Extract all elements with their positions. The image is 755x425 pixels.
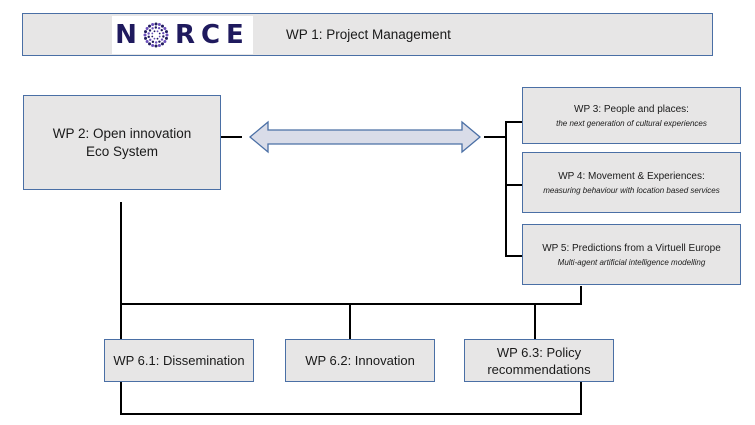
logo-dot	[157, 26, 161, 30]
logo-dot	[160, 28, 163, 32]
norce-logo-letter-n: N	[115, 20, 143, 50]
logo-dot	[164, 30, 168, 34]
logo-dot	[163, 39, 167, 43]
bidirectional-arrow	[248, 120, 482, 154]
logo-dot	[160, 24, 164, 28]
logo-dot	[164, 36, 168, 40]
logo-dot	[153, 30, 156, 33]
logo-dot	[154, 22, 158, 26]
wp3-title: WP 3: People and places:	[574, 103, 689, 115]
wp63-label-line2: recommendations	[487, 361, 591, 377]
norce-logo: N RCE	[112, 16, 253, 54]
logo-dot	[153, 37, 156, 40]
logo-dot	[145, 39, 149, 43]
logo-dot	[148, 29, 152, 32]
logo-dot	[154, 41, 158, 44]
wp2-title-line1: WP 2: Open innovation	[52, 125, 192, 141]
logo-dot	[147, 32, 150, 35]
logo-dot	[158, 32, 161, 35]
logo-dot	[147, 42, 151, 46]
logo-dot	[163, 27, 167, 31]
logo-dot	[162, 31, 165, 35]
wp4-title: WP 4: Movement & Experiences:	[558, 170, 705, 182]
wp5-subtitle: Multi-agent artificial intelligence mode…	[557, 257, 706, 267]
wp63-box: WP 6.3: Policy recommendations	[464, 339, 614, 382]
logo-dot	[145, 27, 149, 31]
logo-dot	[143, 30, 147, 34]
wp61-box: WP 6.1: Dissemination	[104, 339, 254, 382]
wp1-title: WP 1: Project Management	[286, 27, 451, 42]
logo-dot	[158, 40, 161, 43]
wp61-label: WP 6.1: Dissemination	[113, 353, 245, 368]
wp62-box: WP 6.2: Innovation	[285, 339, 435, 382]
logo-dot	[160, 42, 164, 46]
wp2-title-line2: Eco System	[85, 143, 159, 159]
logo-dot	[151, 23, 155, 27]
logo-dot	[147, 35, 150, 39]
wp5-title: WP 5: Predictions from a Virtuell Europe	[542, 242, 721, 254]
wp63-label-line1: WP 6.3: Policy	[496, 344, 582, 360]
logo-dot	[143, 36, 147, 40]
logo-dot	[154, 26, 157, 29]
logo-dot	[151, 40, 155, 44]
logo-dot	[147, 24, 151, 28]
wp4-box: WP 4: Movement & Experiences: measuring …	[522, 152, 741, 213]
logo-dot	[162, 35, 165, 38]
wp2-box: WP 2: Open innovation Eco System	[23, 95, 221, 190]
logo-dot	[154, 44, 158, 48]
logo-dot	[151, 35, 154, 38]
wp3-subtitle: the next generation of cultural experien…	[556, 118, 707, 128]
logo-dot	[156, 37, 159, 40]
logo-dot	[156, 30, 159, 33]
norce-logo-dotted-o-icon	[143, 22, 169, 48]
logo-dot	[165, 33, 169, 37]
logo-dot	[148, 38, 152, 42]
logo-dot	[151, 43, 155, 47]
logo-dot	[160, 38, 164, 41]
logo-dot	[143, 33, 147, 37]
wp4-subtitle: measuring behaviour with location based …	[543, 185, 720, 195]
logo-dot	[151, 27, 154, 30]
wp3-box: WP 3: People and places: the next genera…	[522, 87, 741, 144]
logo-dot	[151, 32, 154, 35]
wp5-box: WP 5: Predictions from a Virtuell Europe…	[522, 224, 741, 285]
norce-logo-letters-rce: RCE	[174, 20, 250, 50]
logo-dot	[158, 35, 161, 38]
logo-dot	[157, 43, 161, 47]
logo-dot	[157, 23, 161, 27]
wp62-label: WP 6.2: Innovation	[305, 353, 415, 368]
